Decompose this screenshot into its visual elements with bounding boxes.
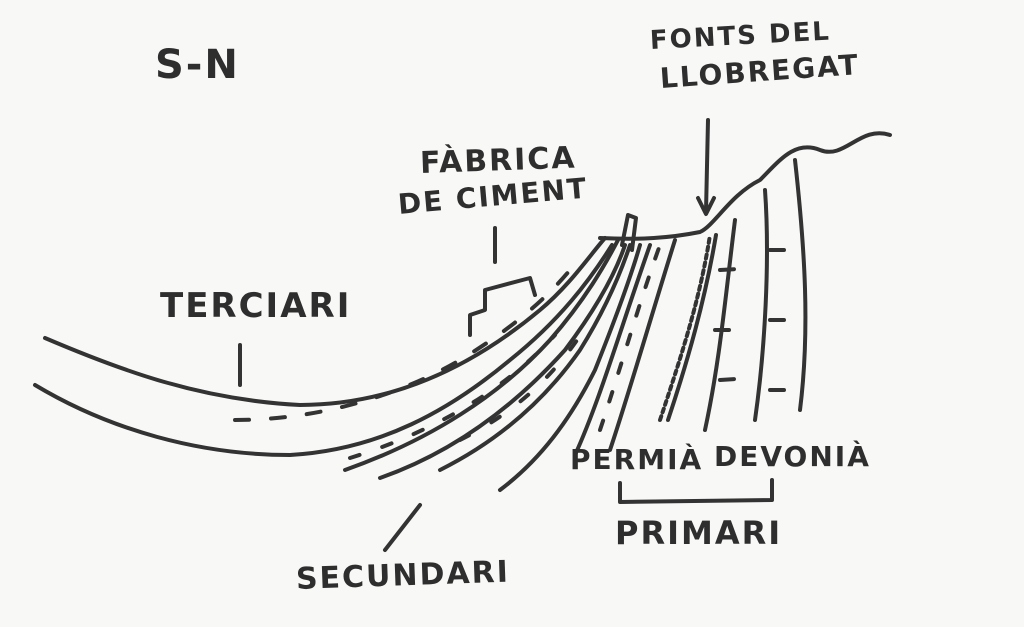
secundari-leader (383, 503, 422, 552)
devonia-line-3 (793, 158, 808, 412)
secundari-line-1 (343, 238, 620, 472)
permia-line-2 (608, 238, 677, 452)
secundari-line-3 (438, 243, 632, 472)
permia-line-1 (573, 243, 652, 457)
primari-bracket (618, 478, 774, 504)
secundari-line-4 (498, 243, 642, 492)
secundari-line-2 (378, 243, 627, 480)
secundari-label: SECUNDARI (295, 554, 511, 597)
terciari-bottom-line (33, 243, 614, 457)
devonia-label: DEVONIÀ (714, 440, 871, 473)
fabrica-block (620, 213, 638, 252)
secundari-dashes-2 (458, 318, 592, 442)
fault-line-2 (666, 233, 718, 422)
permia-dashes (598, 243, 662, 432)
orientation-label: S-N (155, 42, 240, 88)
devonia-line-1 (703, 218, 737, 432)
devonia-line-2 (753, 188, 769, 422)
permia-label: PERMIÀ (570, 443, 704, 476)
fonts-arrow (696, 118, 716, 216)
primari-label: PRIMARI (615, 514, 783, 552)
ground-surface (598, 131, 892, 241)
terciari-label: TERCIARI (160, 286, 352, 326)
fabrica-building (468, 276, 537, 337)
fault-line (658, 233, 712, 422)
terciari-dashes (233, 268, 572, 422)
devonia-ticks (713, 248, 802, 392)
secundari-dashes (348, 333, 557, 460)
